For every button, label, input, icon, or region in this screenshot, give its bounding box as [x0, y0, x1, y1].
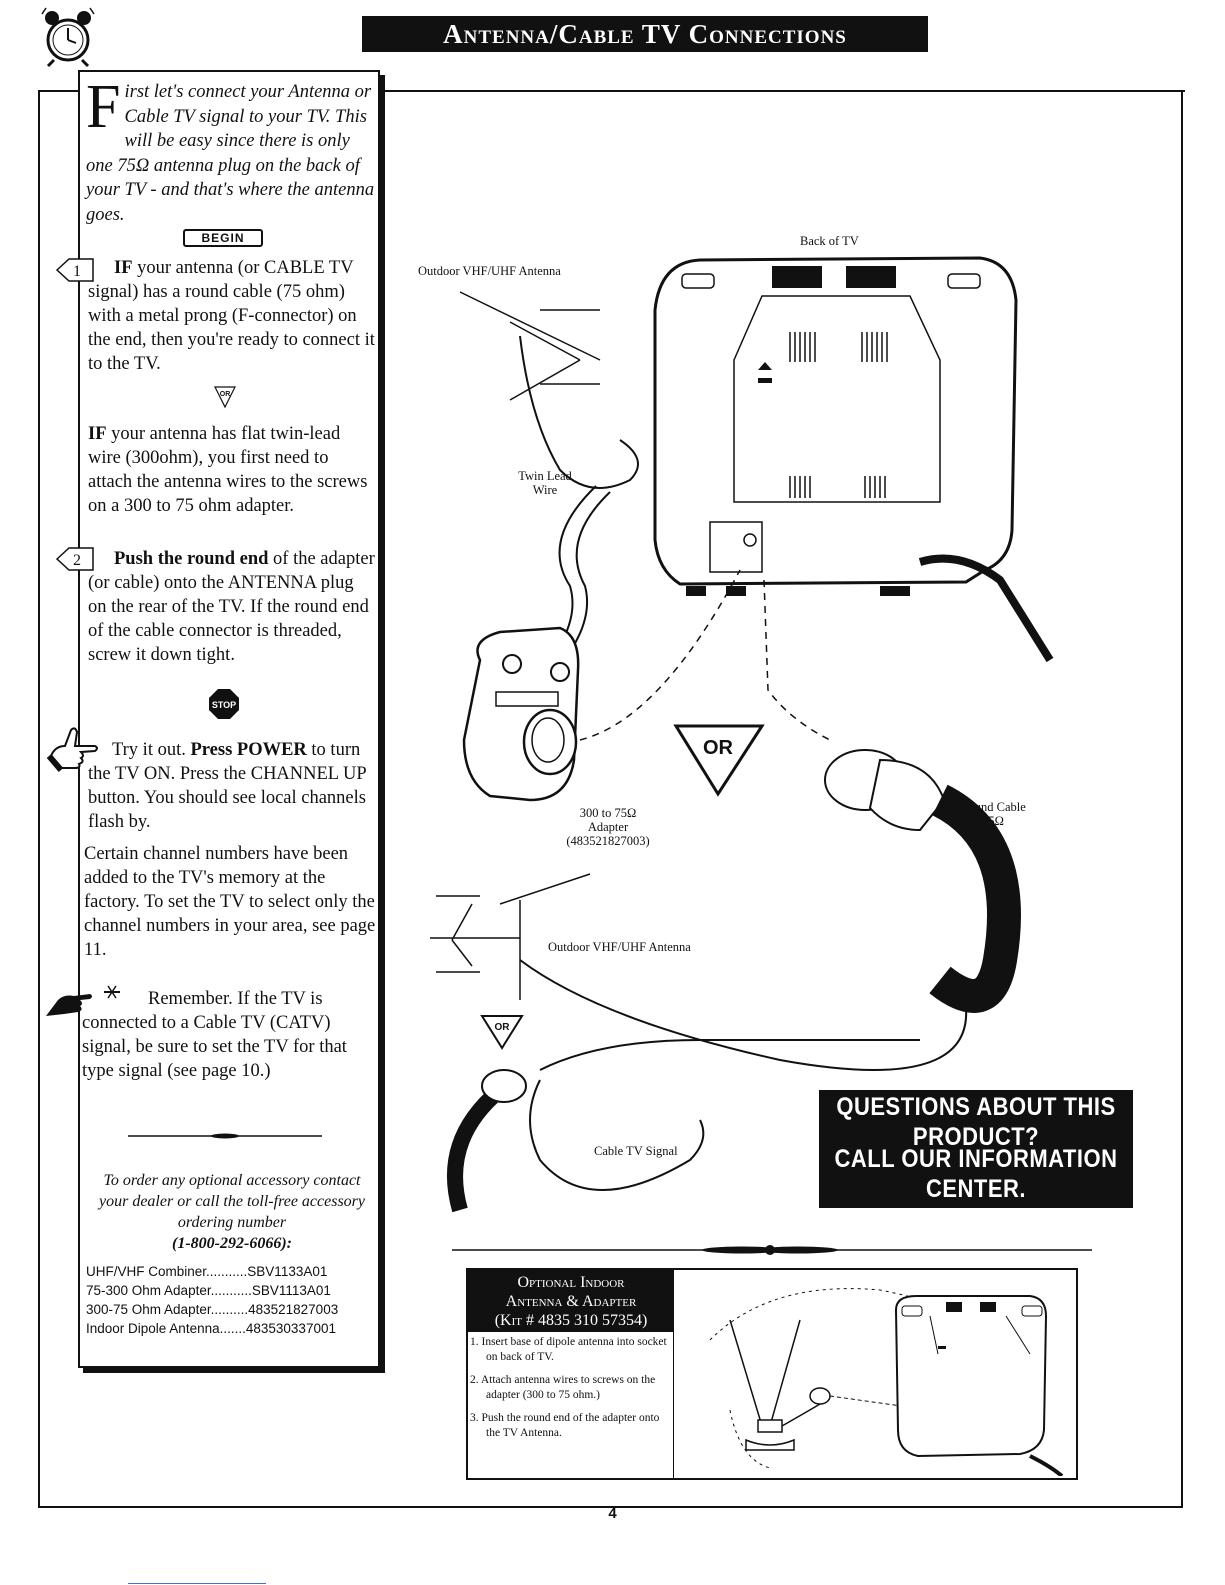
step-1-marker-icon: 1	[55, 258, 94, 282]
divider-ornament	[452, 1245, 1092, 1255]
label-outdoor-antenna-bottom: Outdoor VHF/UHF Antenna	[548, 940, 691, 954]
factory-note: Certain channel numbers have been added …	[84, 844, 376, 960]
frame-line	[38, 90, 80, 92]
label-round-cable-l2: 75Ω	[982, 814, 1004, 828]
info-center-phone: 800-531-0039	[820, 1197, 1132, 1257]
stop-sign-label: STOP	[212, 700, 236, 710]
step-2-lead: Push the round end	[114, 549, 269, 569]
begin-badge: BEGIN	[183, 229, 263, 247]
scan-artifact-line	[128, 1583, 266, 1584]
tv-back-illustration	[653, 256, 1054, 663]
step-2-marker-icon: 2	[55, 547, 94, 571]
page-frame	[38, 90, 1183, 1508]
page-number: 4	[608, 1505, 617, 1522]
label-cable-tv-signal: Cable TV Signal	[594, 1144, 678, 1158]
accessory-item-name: UHF/VHF Combiner	[86, 1264, 207, 1279]
accessory-item-name: Indoor Dipole Antenna	[86, 1321, 220, 1336]
accessory-title: To order any optional accessory contact …	[99, 1172, 365, 1231]
step-2-number: 2	[73, 552, 81, 569]
or-medium-icon: OR	[480, 1015, 524, 1050]
label-adapter-l2: Adapter	[587, 820, 629, 834]
info-center-line1: QUESTIONS ABOUT THIS PRODUCT?	[836, 1092, 1116, 1151]
optional-antenna-box	[466, 1268, 1078, 1480]
optional-antenna-header: Optional Indoor Antenna & Adapter (Kit #…	[468, 1270, 674, 1332]
step-2-text: Push the round end of the adapter (or ca…	[88, 547, 376, 667]
accessory-item-part: SBV1113A01	[251, 1283, 331, 1298]
optional-step: 3. Push the round end of the adapter ont…	[470, 1412, 660, 1439]
label-round-cable: Round Cable 75Ω	[958, 800, 1028, 828]
label-back-of-tv: Back of TV	[800, 234, 859, 248]
or-large-label: OR	[703, 737, 734, 759]
optional-divider	[673, 1270, 674, 1478]
step-1b-text: IF your antenna has flat twin-lead wire …	[88, 422, 376, 518]
accessory-item: Indoor Dipole Antenna.......483530337001	[86, 1321, 336, 1336]
accessory-item-name: 75-300 Ohm Adapter	[86, 1283, 211, 1298]
divider-ornament	[128, 1133, 322, 1139]
step-1b-lead: IF	[88, 424, 107, 444]
try-it-body: to turn the TV ON. Press the CHANNEL UP …	[88, 740, 367, 832]
outdoor-antenna-top-illustration	[459, 291, 639, 661]
step-1-text: IF your antenna (or CABLE TV signal) has…	[88, 256, 376, 376]
remember-note: Remember. If the TV is connected to a Ca…	[82, 989, 347, 1081]
accessory-item: 300-75 Ohm Adapter..........483521827003	[86, 1302, 339, 1317]
cable-tv-signal-illustration	[447, 1039, 920, 1213]
page-title: Antenna/Cable TV Connections	[362, 16, 928, 52]
hand-note-icon	[46, 985, 120, 1016]
optional-step: 1. Insert base of dipole antenna into so…	[470, 1336, 667, 1363]
label-twin-lead: Twin Lead Wire	[518, 469, 572, 497]
step-1-lead: IF	[114, 258, 133, 278]
accessory-item-part: 483521827003	[248, 1302, 339, 1317]
indoor-antenna-illustration	[709, 1288, 1064, 1476]
try-it-lead: Press POWER	[190, 740, 307, 760]
pointing-hand-icon	[47, 727, 98, 772]
accessory-item-part: SBV1133A01	[247, 1264, 328, 1279]
info-center-box: QUESTIONS ABOUT THIS PRODUCT? CALL OUR I…	[819, 1090, 1133, 1257]
label-outdoor-antenna-top: Outdoor VHF/UHF Antenna	[418, 264, 561, 278]
info-center-line2: CALL OUR INFORMATION CENTER.	[834, 1144, 1118, 1203]
accessory-list: UHF/VHF Combiner...........SBV1133A01 75…	[86, 1262, 371, 1338]
try-it-pre: Try it out.	[112, 740, 191, 760]
connection-diagram: OR OR	[430, 256, 1054, 1213]
round-cable-illustration	[519, 749, 1021, 1071]
frame-line	[380, 90, 1185, 92]
try-it-text: Try it out. Press POWER to turn the TV O…	[88, 738, 376, 834]
accessory-item: 75-300 Ohm Adapter...........SBV1113A01	[86, 1283, 331, 1298]
step-1b-body: your antenna has flat twin-lead wire (30…	[88, 424, 368, 516]
or-small-label: OR	[220, 391, 231, 398]
optional-title-l3: (Kit # 4835 310 57354)	[494, 1312, 648, 1329]
step-1-number: 1	[73, 263, 81, 280]
accessory-item-name: 300-75 Ohm Adapter	[86, 1302, 211, 1317]
or-medium-label: OR	[495, 1022, 511, 1033]
accessory-item: UHF/VHF Combiner...........SBV1133A01	[86, 1264, 328, 1279]
outdoor-antenna-bottom-illustration	[430, 873, 591, 1000]
stop-sign-icon: STOP	[209, 689, 239, 719]
intro-text: irst let's connect your Antenna or Cable…	[86, 82, 375, 225]
optional-step: 2. Attach antenna wires to screws on the…	[470, 1374, 656, 1401]
label-adapter-l1: 300 to 75Ω	[579, 806, 637, 820]
or-small-icon: OR	[214, 386, 236, 409]
label-round-cable-l1: Round Cable	[960, 800, 1026, 814]
label-adapter: 300 to 75Ω Adapter (483521827003)	[560, 806, 656, 848]
step-2-body: of the adapter (or cable) onto the ANTEN…	[88, 549, 375, 665]
accessory-phone: (1-800-292-6066):	[172, 1235, 292, 1252]
or-large-icon: OR	[673, 724, 765, 797]
optional-steps: 1. Insert base of dipole antenna into so…	[470, 1335, 670, 1449]
step-1-body: your antenna (or CABLE TV signal) has a …	[88, 258, 375, 374]
optional-title-l1: Optional Indoor	[517, 1274, 625, 1291]
accessory-info: To order any optional accessory contact …	[88, 1170, 376, 1254]
adapter-illustration	[462, 626, 580, 802]
label-adapter-l3: (483521827003)	[566, 834, 650, 848]
optional-title-l2: Antenna & Adapter	[505, 1293, 637, 1310]
accessory-item-part: 483530337001	[245, 1321, 336, 1336]
intro-dropcap: F	[86, 73, 121, 141]
alarm-clock-icon	[41, 7, 95, 68]
